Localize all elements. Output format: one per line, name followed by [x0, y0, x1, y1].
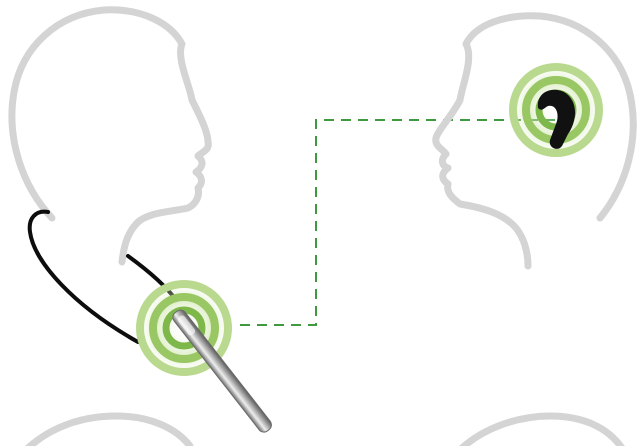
earpiece — [506, 60, 606, 160]
throat-microphone — [134, 278, 274, 435]
cable — [30, 212, 138, 342]
left-person — [12, 10, 208, 262]
head-outline-icon — [28, 416, 190, 446]
head-outline-icon — [462, 416, 622, 446]
head-profile-right-icon — [12, 10, 208, 262]
